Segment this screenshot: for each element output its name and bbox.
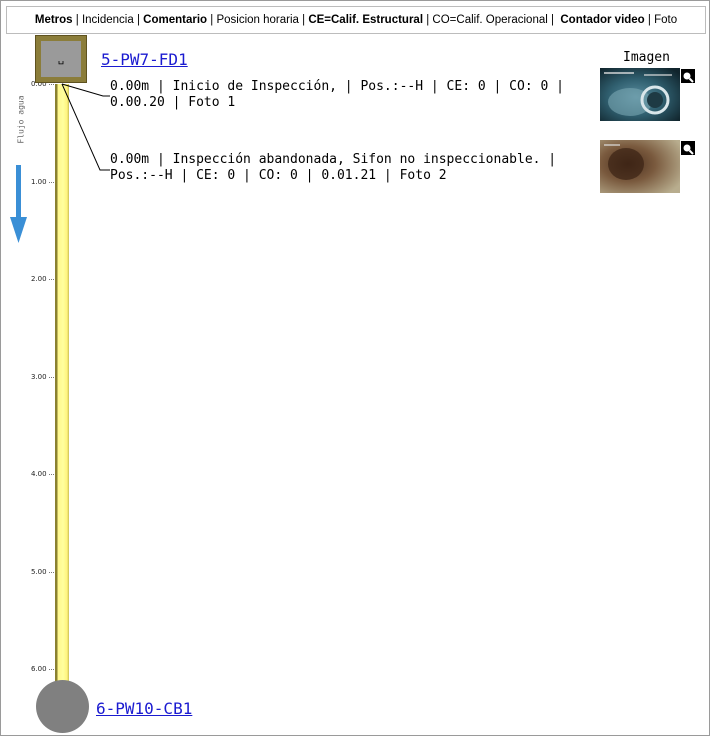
legend-bar: Metros | Incidencia | Comentario | Posic… [6,6,706,34]
inspection-photo-1 [600,68,680,121]
legend-sep: | [644,14,655,26]
start-manhole-node[interactable]: ␣ [35,35,87,83]
entry-line: 0.00m | Inicio de Inspección, | Pos.:--H… [110,79,564,94]
scale-tick-mark [49,571,54,573]
inspection-photo-2 [600,140,680,193]
scale-tick-label: 0.00 [31,80,47,88]
legend-foto: Foto [654,14,678,26]
legend-ce: CE=Calif. Estructural [308,14,424,26]
pipe-segment [55,84,69,684]
legend-posicion: Posicion horaria [216,14,299,26]
observation-entry-1: 0.00m | Inicio de Inspección, | Pos.:--H… [110,79,600,111]
legend-sep: | [423,14,433,26]
legend-incidencia: Incidencia [81,14,134,26]
scale-tick-mark [49,376,54,378]
end-node-link[interactable]: 6-PW10-CB1 [96,699,193,718]
scale-tick-mark [49,181,54,183]
legend-co: CO=Calif. Operacional [432,14,548,26]
legend-sep: | [207,14,217,26]
legend-sep: | [133,14,144,26]
photo-thumbnail-1[interactable] [600,68,680,121]
scale-tick-label: 5.00 [31,567,47,576]
scale-tick-mark [49,84,54,85]
image-column-header: Imagen [623,50,670,65]
magnifier-icon[interactable] [680,140,696,156]
scale-tick-label: 3.00 [31,372,47,381]
manhole-symbol: ␣ [41,41,81,77]
end-manhole-node[interactable] [36,680,89,733]
entry-line: 0.00m | Inspección abandonada, Sifon no … [110,152,557,167]
scale-tick-mark [49,474,54,475]
observation-entry-2: 0.00m | Inspección abandonada, Sifon no … [110,152,600,184]
entry-line: Pos.:--H | CE: 0 | CO: 0 | 0.01.21 | Fot… [110,168,447,183]
scale-tick-mark [49,279,54,280]
scale-tick-label: 2.00 [31,275,47,283]
entry-line: 0.00.20 | Foto 1 [110,95,236,110]
magnifier-icon[interactable] [680,68,696,84]
legend-comentario: Comentario [143,14,208,26]
scale-tick-label: 4.00 [31,470,47,478]
photo-thumbnail-2[interactable] [600,140,680,193]
legend-sep: | [547,14,561,26]
arrow-down-icon [10,165,27,243]
legend-sep: | [72,14,82,26]
scale-tick-mark [49,669,54,670]
start-node-link[interactable]: 5-PW7-FD1 [101,50,188,69]
legend-sep: | [298,14,309,26]
scale-tick-label: 6.00 [31,665,47,673]
legend-contador: Contador video [560,14,645,26]
legend-metros: Metros [34,14,73,26]
scale-tick-label: 1.00 [31,177,47,186]
